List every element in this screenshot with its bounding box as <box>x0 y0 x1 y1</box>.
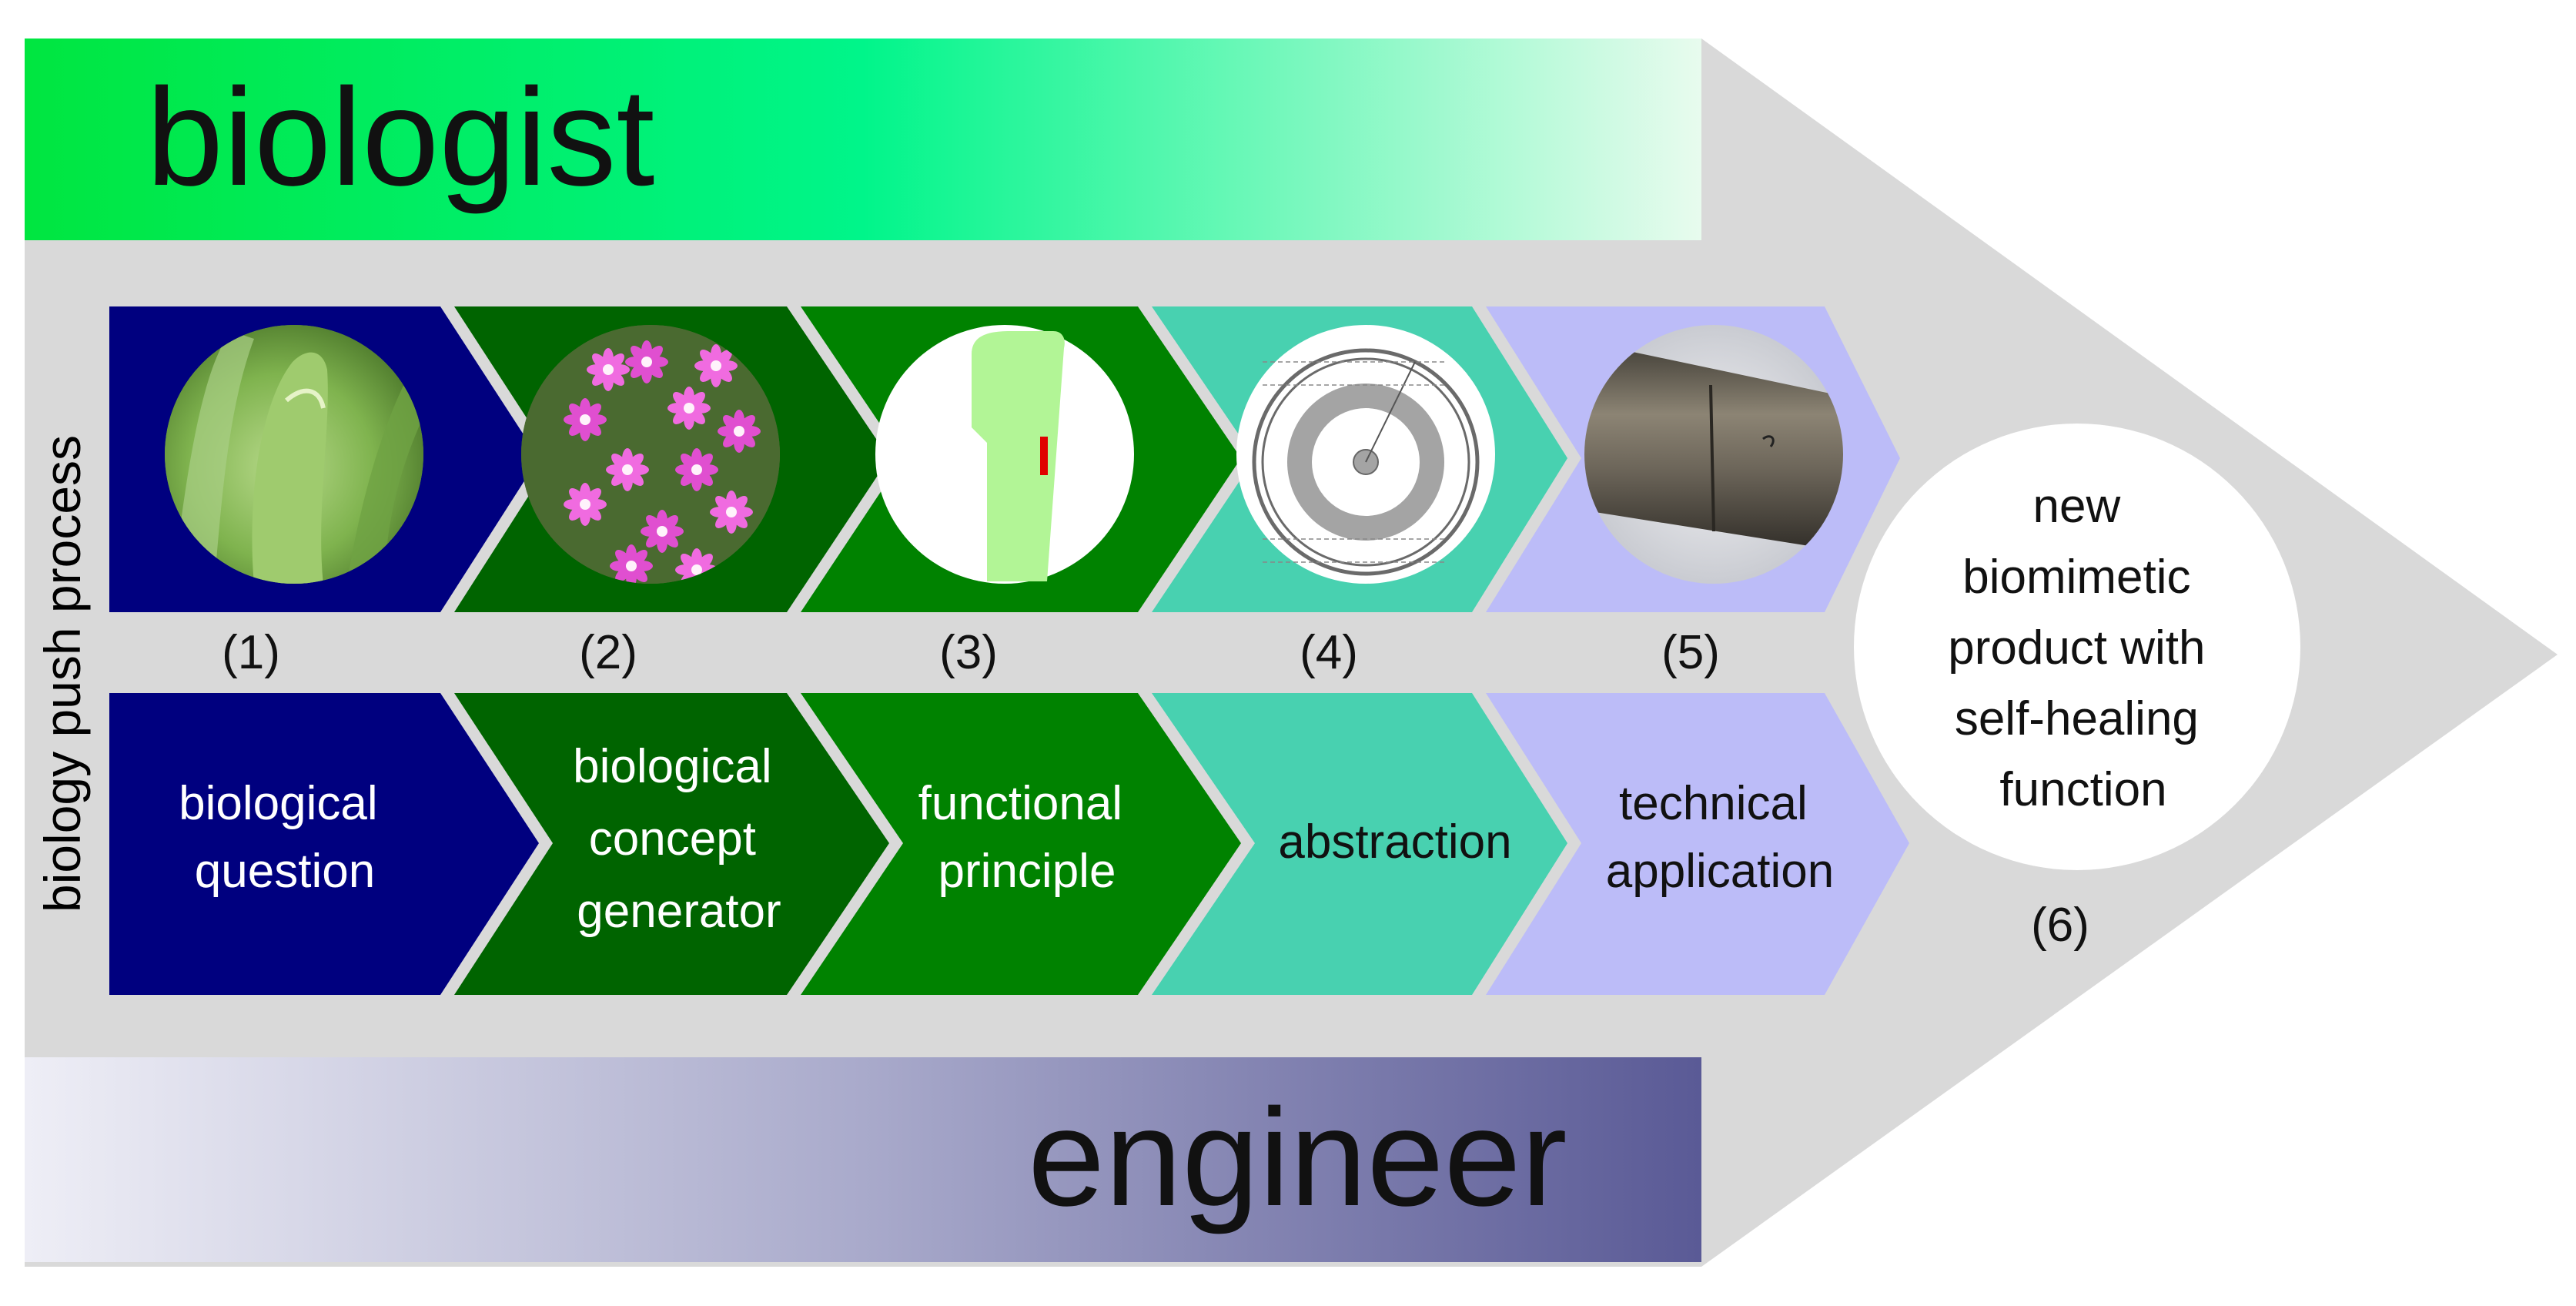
product-number: (6) <box>2031 899 2089 952</box>
product-label-line-2: biomimetic <box>1962 551 2190 604</box>
flower-icon <box>675 448 718 491</box>
step-3-label-line-1: functional <box>918 777 1122 830</box>
step-3-label-line-2: principle <box>938 845 1116 898</box>
step-3-label: functional principle <box>918 777 1136 898</box>
flower-icon <box>667 387 711 430</box>
side-label: biology push process <box>34 435 91 913</box>
step-5-label-chevron <box>1486 693 1909 995</box>
flower-icon <box>710 491 753 534</box>
step-4-image <box>1236 325 1495 584</box>
engineer-label: engineer <box>1028 1080 1567 1235</box>
biologist-label: biologist <box>146 60 654 215</box>
step-2-label-chevron <box>454 693 889 995</box>
step-4-label-line-1: abstraction <box>1278 815 1511 869</box>
step-5-number: (5) <box>1661 626 1720 679</box>
step-1-label-chevron <box>109 693 539 995</box>
flower-icon <box>564 398 607 441</box>
flower-icon <box>675 548 718 584</box>
flower-icon <box>625 340 668 383</box>
step-1-label: biological question <box>179 777 391 898</box>
step-5-label-line-1: technical <box>1619 777 1808 830</box>
flower-icon <box>564 483 607 526</box>
product-label-line-1: new <box>2033 480 2121 533</box>
step-1-label-line-2: question <box>195 845 375 898</box>
step-4-label-chevron <box>1152 693 1567 995</box>
flower-icon <box>641 510 684 553</box>
step-5-image <box>1584 325 1843 584</box>
step-4-label: abstraction <box>1278 815 1511 869</box>
step-2-label-line-2: concept <box>589 812 756 866</box>
product-label-line-3: product with <box>1948 621 2205 675</box>
product-label: new biomimetic product with self-healing… <box>1948 480 2219 816</box>
product-label-line-5: function <box>1999 763 2166 816</box>
step-3-label-chevron <box>801 693 1241 995</box>
step-5-label-line-2: application <box>1606 845 1834 898</box>
step-4-number: (4) <box>1300 626 1358 679</box>
step-2-label-line-1: biological <box>573 740 772 793</box>
step-2-number: (2) <box>579 626 637 679</box>
step-1-label-line-1: biological <box>179 777 378 830</box>
engineer-band <box>25 1057 1701 1262</box>
step-3-number: (3) <box>939 626 998 679</box>
flower-icon <box>694 344 738 387</box>
step-5-label: technical application <box>1606 777 1834 898</box>
biologist-band <box>25 39 1701 240</box>
product-label-line-4: self-healing <box>1955 692 2199 745</box>
flower-icon <box>587 348 630 391</box>
step-3-image <box>875 325 1134 584</box>
step-1-number: (1) <box>222 626 280 679</box>
step-1-image <box>165 325 423 584</box>
step-2-label: biological concept generator <box>573 740 785 938</box>
flower-icon <box>606 448 649 491</box>
flower-icon <box>610 544 653 584</box>
flower-icon <box>718 410 761 453</box>
step-2-image <box>521 325 780 584</box>
product-circle <box>1854 424 2300 870</box>
step-2-label-line-3: generator <box>577 885 781 938</box>
